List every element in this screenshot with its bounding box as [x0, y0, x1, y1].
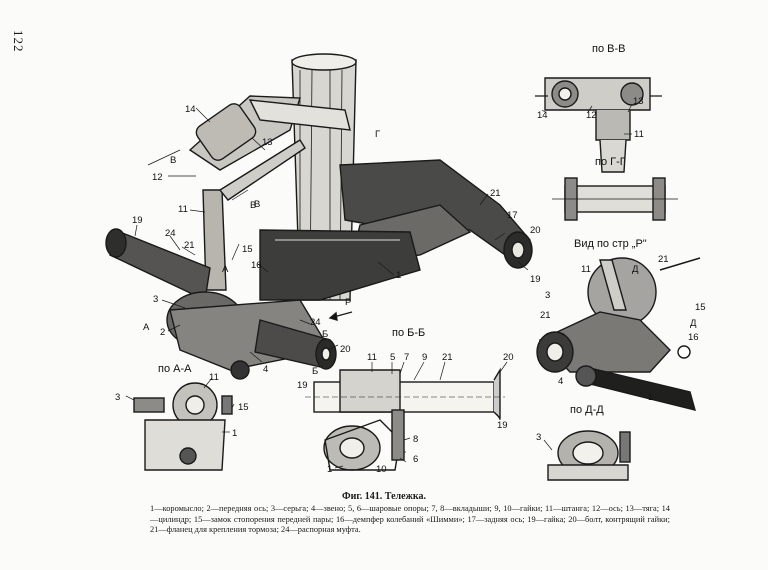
- callout: 12: [152, 172, 163, 183]
- callout: 11: [581, 264, 591, 275]
- callout: Д: [690, 318, 697, 329]
- dd-callouts: 3: [536, 432, 541, 443]
- callout: 11: [634, 129, 644, 140]
- figure-legend: 1—коромысло; 2—передняя ось; 3—серьга; 4…: [150, 504, 670, 534]
- callout: 16: [251, 260, 262, 271]
- main-assembly-drawing: [105, 53, 533, 380]
- callout: 2: [160, 327, 165, 338]
- view-p-drawing: [536, 257, 701, 411]
- section-gg-drawing: [552, 177, 678, 221]
- callout: 3: [536, 432, 541, 443]
- callout: 1: [396, 270, 401, 281]
- callout: В: [254, 199, 260, 210]
- figure-title: Фиг. 141. Тележка.: [342, 491, 426, 502]
- callout: 13: [633, 96, 644, 107]
- callout: 5: [390, 352, 395, 363]
- callout: Р: [345, 297, 351, 308]
- callout: 15: [242, 244, 253, 255]
- callout: 11: [178, 204, 188, 215]
- callout: 19: [530, 274, 541, 285]
- callout: 1: [648, 392, 653, 403]
- callout: 19: [497, 420, 508, 431]
- callout: 16: [688, 332, 699, 343]
- callout: 3: [153, 294, 158, 305]
- view-dd-title: по Д-Д: [570, 404, 604, 416]
- callout: А: [143, 322, 150, 333]
- callout: 3: [545, 290, 550, 301]
- callout: 21: [442, 352, 453, 363]
- callout: 20: [530, 225, 541, 236]
- callout: 4: [558, 376, 563, 387]
- callout: 12: [586, 110, 597, 121]
- section-aa-drawing: [125, 377, 235, 471]
- vv-callouts: 14 12 13 11: [537, 96, 644, 140]
- callout: 1: [232, 428, 237, 439]
- callout: Г: [375, 129, 380, 140]
- callout: 17: [507, 210, 518, 221]
- callout: Б: [322, 329, 328, 340]
- callout: 10: [376, 464, 387, 475]
- callout: 15: [695, 302, 706, 313]
- callout: 21: [490, 188, 501, 199]
- callout: 3: [115, 392, 120, 403]
- section-vv-drawing: [535, 77, 662, 173]
- callout: 19: [297, 380, 308, 391]
- callout: В: [250, 200, 256, 211]
- callout: 19: [132, 215, 143, 226]
- callout: 4: [263, 364, 268, 375]
- section-bb-drawing: [305, 361, 508, 471]
- callout: 21: [184, 240, 195, 251]
- callout: 20: [340, 344, 351, 355]
- callout: 6: [413, 454, 418, 465]
- bb-callouts: 11 5 7 9 21 20 1 8 10 6 19: [327, 352, 514, 475]
- callout: В: [170, 155, 176, 166]
- view-bb-title: по Б-Б: [392, 327, 425, 339]
- callout: 20: [503, 352, 514, 363]
- aa-callouts: 11 3 15 1: [115, 372, 249, 439]
- callout: Б: [312, 366, 318, 377]
- view-aa-title: по А-А: [158, 363, 192, 375]
- callout: 24: [165, 228, 176, 239]
- callout: 1: [327, 464, 332, 475]
- view-vv-title: по В-В: [592, 43, 625, 55]
- callout: 11: [209, 372, 219, 383]
- callout: Д: [632, 264, 639, 275]
- callout: 14: [185, 104, 196, 115]
- callout: 24: [310, 317, 321, 328]
- view-gg-title: по Г-Г: [595, 156, 626, 168]
- callout: 7: [404, 352, 409, 363]
- callout: 14: [537, 110, 548, 121]
- section-dd-drawing: [543, 430, 631, 481]
- callout: 21: [658, 254, 669, 265]
- callout: 15: [238, 402, 249, 413]
- callout: А: [222, 264, 229, 275]
- callout: 11: [367, 352, 377, 363]
- main-callouts: 14 13 12 11 19 24 21 15 16 3 2 4 20 24 1…: [132, 104, 541, 391]
- callout: 13: [262, 137, 273, 148]
- callout: 21: [540, 310, 551, 321]
- view-p-title: Вид по стр „Р": [574, 238, 647, 250]
- callout: 9: [422, 352, 427, 363]
- p-callouts: 11 Д 21 3 15 21 Д 16 4 1: [540, 254, 706, 403]
- callout: 8: [413, 434, 418, 445]
